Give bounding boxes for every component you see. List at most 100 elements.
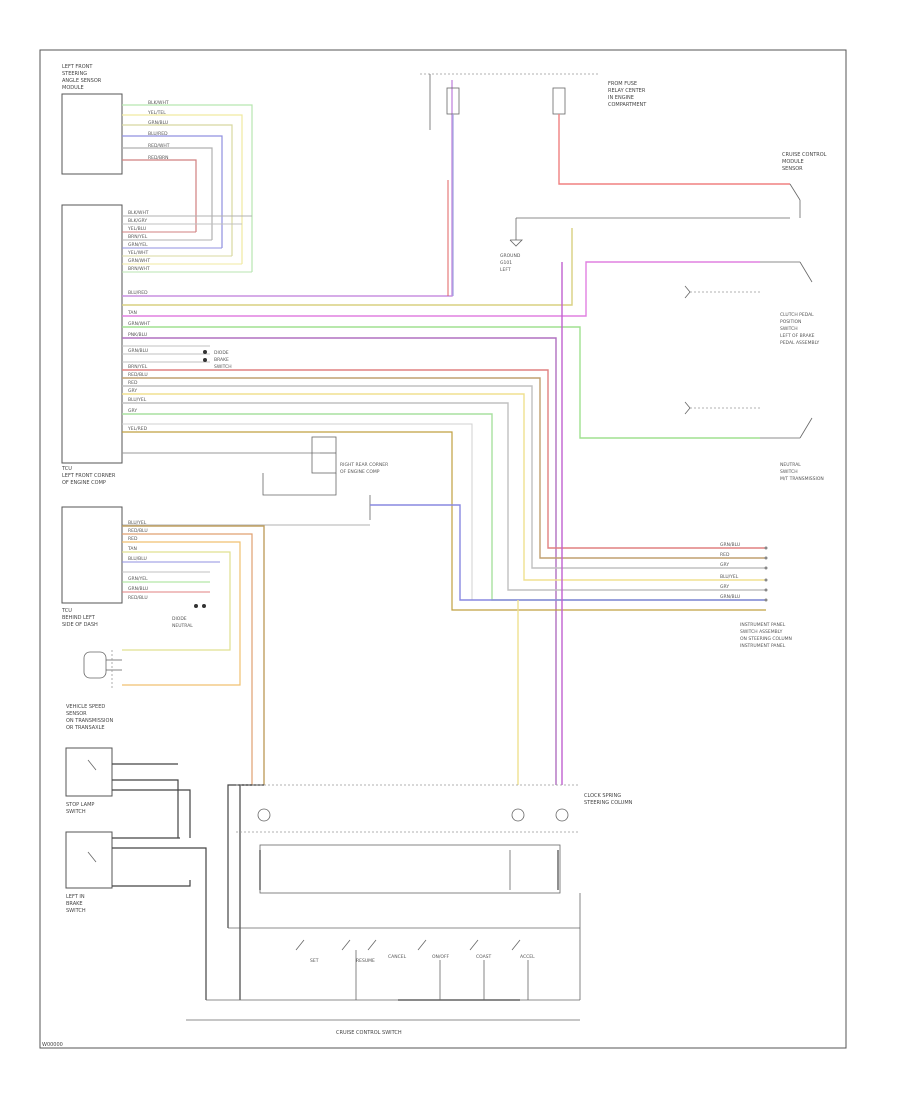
wire-label-ml-2: YEL/BLU [127, 226, 146, 232]
wire-label-tl-2: GRN/BLU [148, 120, 168, 126]
instrument-cluster-pins [764, 546, 768, 602]
cruise-module-sensor: CRUISE CONTROL MODULE SENSOR [782, 152, 827, 218]
wire-label-ll-1: RED/BLU [128, 528, 148, 534]
stop-lamp-switch: STOP LAMP SWITCH LEFT IN BRAKE SWITCH [65, 802, 113, 914]
vss-sensor-label-1: SENSOR [66, 711, 87, 717]
lower-left-black-wires [112, 763, 264, 1000]
ground-label-2: LEFT [500, 267, 511, 273]
diode-a-label-2: SWITCH [214, 364, 232, 370]
module-top-left-label-1: STEERING [62, 71, 87, 77]
cruise-control-switch: SET RESUME CANCEL ON/OFF COAST ACCEL CRU… [186, 844, 581, 1036]
module-top-left-label-0: LEFT FRONT [62, 64, 93, 70]
neutral-label-1: SWITCH [780, 469, 798, 475]
vss-sensor-label-2: ON TRANSMISSION [66, 718, 113, 724]
top-right-label-1: RELAY CENTER [608, 88, 646, 94]
brake-switch-label-0: LEFT IN [66, 894, 85, 900]
wire-label-ml-3: BRN/YEL [128, 234, 148, 240]
wire-label-tl-4: RED/WHT [148, 143, 170, 149]
ground-label-0: GROUND [500, 253, 521, 259]
wire-label-ml-9: TAN [127, 310, 137, 316]
clutch-label-1: POSITION [780, 319, 801, 325]
wire-label-ml-11: PNK/BLU [128, 332, 147, 338]
wire-label-ll-7: RED/BLU [128, 595, 148, 601]
wire-label-ll-4: BLU/BLU [128, 556, 147, 562]
wire-label-rs-5: GRN/BLU [720, 594, 740, 600]
diode-a: DIODE BRAKE SWITCH [203, 350, 232, 370]
module-lower-left-label-2: SIDE OF DASH [62, 622, 98, 628]
wire-label-ml-4: GRN/YEL [128, 242, 148, 248]
wire-label-ml-1: BLK/GRY [128, 218, 147, 224]
wire-label-ll-6: GRN/BLU [128, 586, 148, 592]
module-lower-left-label-1: BEHIND LEFT [62, 615, 96, 621]
module-lower-left-box [61, 506, 123, 604]
wire-label-ml-17: BLU/YEL [128, 397, 147, 403]
wire-label-rs-2: GRY [720, 562, 729, 568]
module-mid-left-label-0: TCU [61, 466, 72, 472]
clock-spring-feeds [517, 262, 563, 785]
right-rear-corner-label-0: RIGHT REAR CORNER [340, 462, 388, 468]
top-right-label-2: IN ENGINE [608, 95, 634, 101]
wire-label-ml-14: RED/BLU [128, 372, 148, 378]
module-top-left-label-2: ANGLE SENSOR [62, 78, 102, 84]
wire-label-tl-3: BLU/RED [148, 131, 168, 137]
mid-left-short-wires [122, 215, 252, 273]
small-sensor [83, 650, 122, 690]
module-mid-left-label-1: LEFT FRONT CORNER [62, 473, 116, 479]
switch-label-cancel: CANCEL [388, 954, 407, 960]
module-lower-left-label-0: TCU [61, 608, 72, 614]
module-top-left-label-3: MODULE [62, 85, 84, 91]
cruise-switch-label: CRUISE CONTROL SWITCH [336, 1030, 402, 1036]
wire-label-rs-3: BLU/YEL [720, 574, 739, 580]
clock-spring-label-0: CLOCK SPRING [584, 793, 621, 799]
cruise-module-label-1: MODULE [782, 159, 804, 165]
mid-left-wire-labels: BLK/WHT BLK/GRY YEL/BLU BRN/YEL GRN/YEL … [127, 210, 150, 432]
switch-contacts [295, 939, 529, 1000]
clutch-label-2: SWITCH [780, 326, 798, 332]
switch-label-coast: COAST [476, 954, 492, 960]
module-lower-left: TCU BEHIND LEFT SIDE OF DASH [61, 506, 123, 628]
diode-a-label-1: BRAKE [214, 357, 229, 363]
wire-label-ml-12: GRN/BLU [128, 348, 148, 354]
vss-sensor-label-0: VEHICLE SPEED [66, 704, 105, 710]
switch-label-accel: ACCEL [520, 954, 535, 960]
wire-label-ml-19: YEL/RED [127, 426, 148, 432]
vss-sensor-label-3: OR TRANSAXLE [66, 725, 105, 731]
diode-b: DIODE NEUTRAL [172, 604, 206, 629]
clutch-label-0: CLUTCH PEDAL [780, 312, 814, 318]
wire-label-ml-13: BRN/YEL [128, 364, 148, 370]
diagram-frame [39, 49, 847, 1049]
diode-b-label-1: NEUTRAL [172, 623, 193, 629]
diagram-code: W00000 [42, 1042, 63, 1048]
clutch-label-4: PEDAL ASSEMBLY [780, 340, 819, 346]
wire-label-ml-6: GRN/WHT [128, 258, 150, 264]
brake-switch-label-2: SWITCH [66, 908, 86, 914]
brake-switch-label-1: BRAKE [66, 901, 83, 907]
wire-label-ll-0: BLU/YEL [128, 520, 147, 526]
instrument-cluster-label-0: INSTRUMENT PANEL [740, 622, 786, 628]
wire-label-ml-7: BRN/WHT [128, 266, 150, 272]
clock-spring: CLOCK SPRING STEERING COLUMN [236, 784, 633, 833]
stop-lamp-label-1: SWITCH [66, 809, 86, 815]
ground-label-1: G101 [500, 260, 512, 266]
right-rear-corner: RIGHT REAR CORNER OF ENGINE COMP [122, 436, 766, 601]
right-rear-corner-label-1: OF ENGINE COMP [340, 469, 380, 475]
cruise-module-label-2: SENSOR [782, 166, 803, 172]
wire-label-ll-2: RED [128, 536, 138, 542]
top-right-feed: FROM FUSE RELAY CENTER IN ENGINE COMPART… [420, 73, 790, 296]
switch-label-resume: RESUME [356, 958, 375, 964]
clock-spring-label-1: STEERING COLUMN [584, 800, 633, 806]
top-right-label-0: FROM FUSE [608, 81, 637, 87]
wire-label-ll-3: TAN [127, 546, 137, 552]
module-top-left-box [61, 93, 123, 175]
switch-label-onoff: ON/OFF [432, 954, 450, 960]
instrument-cluster-label-1: SWITCH ASSEMBLY [740, 629, 783, 635]
wire-label-ml-18: GRY [128, 408, 137, 414]
neutral-label-2: M/T TRANSMISSION [780, 476, 824, 482]
wire-label-rs-0: GRN/BLU [720, 542, 740, 548]
wire-label-ml-16: GRY [128, 388, 137, 394]
diode-a-label-0: DIODE [214, 350, 229, 356]
ground-g101: GROUND G101 LEFT [500, 253, 521, 273]
stop-lamp-label-0: STOP LAMP [66, 802, 94, 808]
wire-label-ll-5: GRN/YEL [128, 576, 148, 582]
module-mid-left: TCU LEFT FRONT CORNER OF ENGINE COMP [61, 204, 123, 486]
